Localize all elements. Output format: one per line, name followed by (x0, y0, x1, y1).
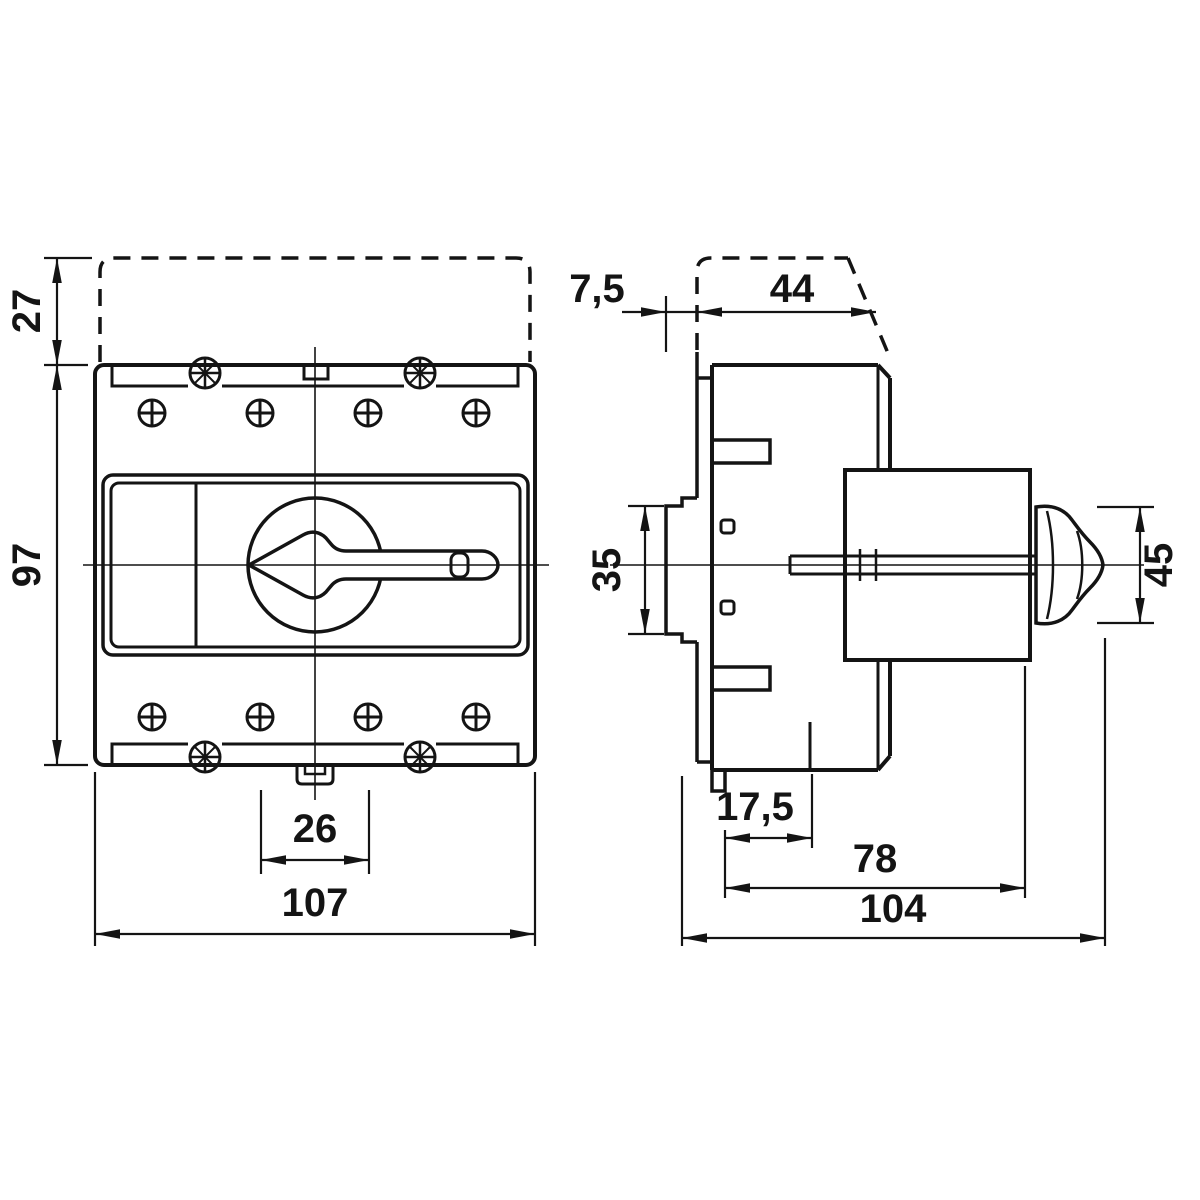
fixing-window-bottom (719, 599, 736, 616)
dimension-17-5: 17,5 (716, 774, 814, 898)
dimension-97: 97 (5, 365, 88, 767)
side-rail-height-dim-label: 35 (585, 548, 629, 593)
front-height-dim-label: 97 (5, 543, 49, 588)
body-top-chamfer (876, 363, 892, 380)
terminal-screw (461, 398, 491, 428)
front-bottom-inner-edge-right (436, 742, 520, 765)
dimension-35: 35 (585, 504, 664, 636)
front-top-inner-edge-right (436, 365, 520, 388)
fixing-window-top (719, 518, 736, 535)
side-front-offset-dim-label: 7,5 (569, 267, 625, 311)
side-terminal-bottom (712, 665, 772, 692)
side-handle-height-dim-label: 45 (1137, 543, 1181, 588)
front-top-inner-edge-left (110, 365, 188, 388)
terminal-screw (353, 398, 383, 428)
dimension-107: 107 (93, 772, 537, 946)
front-top-slot (302, 365, 330, 381)
bottom-foot (710, 770, 727, 793)
dimension-78: 78 (725, 666, 1027, 898)
side-view: 7,5 44 35 45 17,5 (569, 256, 1181, 946)
screw-slot-d2 (409, 362, 431, 384)
screw-slot-d2 (194, 362, 216, 384)
terminal-screw (137, 702, 167, 732)
front-width-dim-label: 107 (282, 881, 349, 925)
terminal-screw (245, 702, 275, 732)
side-terminal-top (712, 438, 772, 465)
combi-screw (403, 356, 437, 390)
front-view: 27 97 26 107 (5, 256, 549, 946)
front-handle-width-dim-label: 26 (293, 807, 338, 851)
dimension-45: 45 (1097, 505, 1181, 625)
side-total-depth-dim-label: 104 (860, 887, 927, 931)
body-bottom-chamfer (876, 754, 892, 772)
side-body-depth-dim-label: 78 (853, 837, 898, 881)
combi-screw (188, 740, 222, 774)
terminal-screw (461, 702, 491, 732)
combi-screw (188, 356, 222, 390)
din-rail-clip (664, 496, 697, 644)
screw-slot-d2 (409, 746, 431, 768)
screw-slot-d2 (194, 746, 216, 768)
terminal-screw (245, 398, 275, 428)
dimension-27: 27 (5, 256, 92, 367)
combi-screw (403, 740, 437, 774)
side-accessory-dashed-diagonal (846, 257, 892, 359)
front-bottom-inner-edge-left (110, 742, 188, 765)
side-accessory-dashed-outline (695, 256, 848, 350)
dimension-44: 44 (697, 267, 876, 317)
dimension-104: 104 (680, 638, 1107, 946)
front-accessory-dashed-outline (98, 256, 532, 362)
terminal-screw (137, 398, 167, 428)
front-top-extension-dim-label: 27 (5, 289, 49, 334)
side-upper-depth-dim-label: 44 (770, 267, 815, 311)
terminal-screw (353, 702, 383, 732)
dimension-7-5: 7,5 (569, 267, 697, 352)
side-foot-depth-dim-label: 17,5 (716, 785, 794, 829)
dimension-26: 26 (259, 790, 371, 874)
